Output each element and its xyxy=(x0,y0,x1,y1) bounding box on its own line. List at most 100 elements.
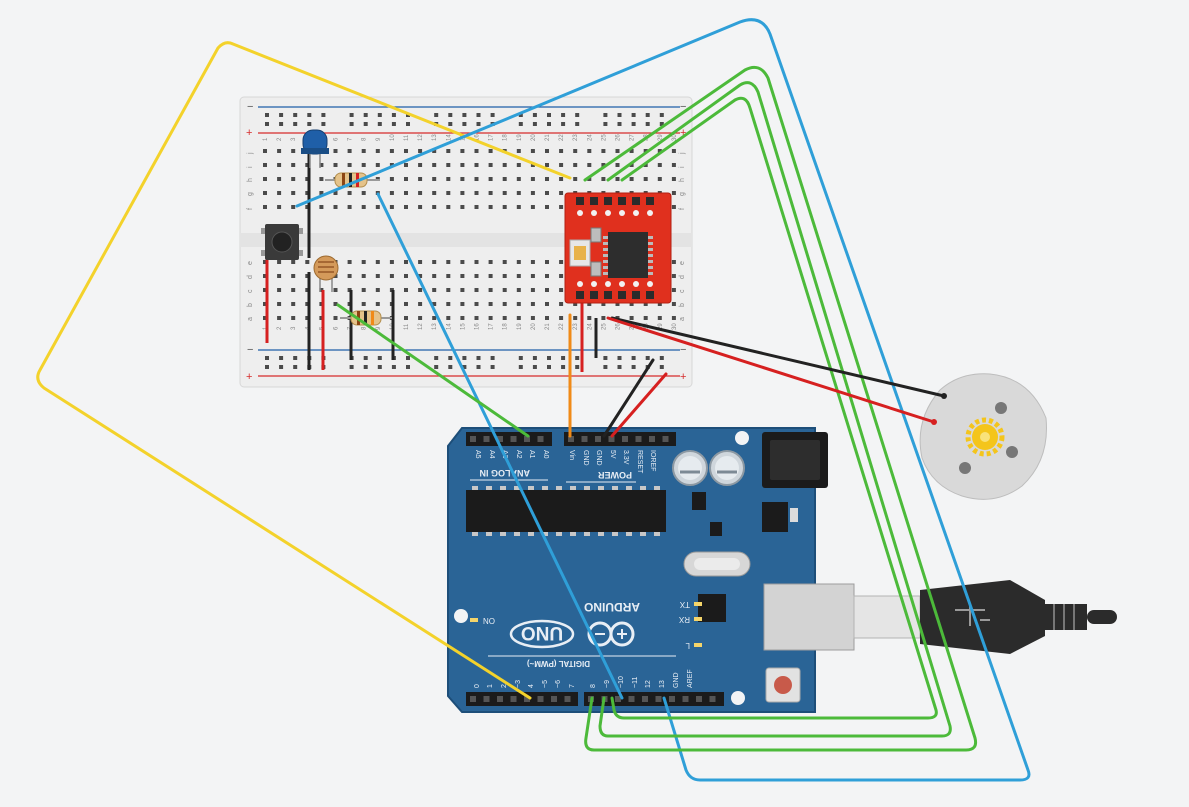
row-letter-label: g xyxy=(679,192,686,196)
breadboard-jumpers xyxy=(265,140,598,372)
digital-pwm-label: DIGITAL (PWM~) xyxy=(527,659,590,668)
column-number-label: 23 xyxy=(573,323,579,330)
column-number-label: 23 xyxy=(573,134,579,141)
usb-cable[interactable] xyxy=(763,580,1117,654)
on-led xyxy=(470,618,478,622)
column-number-label: 14 xyxy=(446,134,452,141)
column-number-label: 22 xyxy=(559,134,565,141)
row-letter-label: c xyxy=(247,289,254,293)
rail-minus-label: − xyxy=(247,101,253,113)
microcontroller-chip xyxy=(466,490,666,532)
column-number-label: 6 xyxy=(334,326,340,330)
red-wire[interactable] xyxy=(610,372,668,438)
column-number-label: 10 xyxy=(390,134,396,141)
green-wire[interactable] xyxy=(583,65,978,752)
column-number-label: 21 xyxy=(545,134,551,141)
column-number-label: 16 xyxy=(475,134,481,141)
dc-motor[interactable] xyxy=(919,373,1047,500)
driver-pin xyxy=(632,291,640,299)
photoresistor[interactable] xyxy=(313,255,339,292)
l-led xyxy=(694,643,702,647)
column-number-label: 1 xyxy=(263,137,269,141)
column-number-label: 22 xyxy=(559,323,565,330)
mounting-hole xyxy=(731,691,745,705)
column-number-label: 13 xyxy=(432,134,438,141)
rail-plus-label: + xyxy=(680,371,686,383)
pin-label: AREF xyxy=(687,669,694,688)
pushbutton[interactable] xyxy=(261,224,303,260)
green-wire[interactable] xyxy=(610,96,938,720)
column-number-label: 8 xyxy=(362,326,368,330)
green-wire[interactable] xyxy=(598,81,952,738)
pin-label: 4 xyxy=(528,684,535,688)
pin-label: 0 xyxy=(474,684,481,688)
rail-minus-label: − xyxy=(680,101,686,113)
column-number-label: 24 xyxy=(587,323,593,330)
yellow-wire[interactable] xyxy=(36,41,572,700)
row-letter-label: a xyxy=(679,317,686,321)
uno-label: UNO xyxy=(521,622,563,643)
column-number-label: 26 xyxy=(616,134,622,141)
pin-label: GND xyxy=(595,450,602,466)
column-number-label: 12 xyxy=(418,323,424,330)
column-number-label: 25 xyxy=(601,134,607,141)
pin-label: 5V xyxy=(609,450,616,459)
mounting-hole xyxy=(454,609,468,623)
row-letter-label: a xyxy=(247,317,254,321)
blue-wire[interactable] xyxy=(376,192,624,700)
gear-icon xyxy=(965,417,1005,457)
column-number-label: 20 xyxy=(531,323,537,330)
driver-pin-header-top xyxy=(576,197,654,216)
column-number-label: 6 xyxy=(334,137,340,141)
row-letter-label: h xyxy=(247,178,254,182)
black-wire[interactable] xyxy=(610,316,946,398)
usb-plug-body xyxy=(920,580,1045,654)
column-number-label: 11 xyxy=(404,134,410,141)
driver-pin xyxy=(646,291,654,299)
row-letter-label: d xyxy=(247,275,254,279)
column-number-label: 27 xyxy=(630,134,636,141)
pin-label: A5 xyxy=(474,450,481,459)
digital-header-low xyxy=(466,692,578,706)
reset-button[interactable] xyxy=(765,667,801,703)
row-letter-label: d xyxy=(679,275,686,279)
row-letter-label: i xyxy=(247,166,254,168)
column-number-label: 19 xyxy=(517,323,523,330)
pin-label: ~9 xyxy=(604,680,611,688)
red-wire[interactable] xyxy=(606,316,936,424)
driver-pin xyxy=(604,291,612,299)
row-letter-label: c xyxy=(679,289,686,293)
driver-pin xyxy=(590,197,598,205)
row-letter-label: f xyxy=(679,208,686,210)
row-letter-label: f xyxy=(247,208,254,210)
column-number-label: 18 xyxy=(503,323,509,330)
pin-label: A1 xyxy=(528,450,535,459)
arduino-brand-label: ARDUINO xyxy=(584,600,640,614)
blue-wire[interactable] xyxy=(295,18,1031,782)
column-number-label: 2 xyxy=(277,326,283,330)
pin-label: ~5 xyxy=(542,680,549,688)
driver-pin xyxy=(646,197,654,205)
tx-led xyxy=(694,602,702,606)
motor-driver-module[interactable] xyxy=(564,192,672,304)
voltage-regulator xyxy=(762,502,788,532)
pin-label: ~11 xyxy=(632,677,639,688)
blue-led[interactable] xyxy=(301,129,329,168)
pin-label: GND xyxy=(582,450,589,466)
pin-label: GND xyxy=(673,672,680,688)
black-wire[interactable] xyxy=(602,358,655,438)
pin-label: 3.3V xyxy=(622,450,629,465)
pin-label: ~3 xyxy=(515,680,522,688)
column-number-label: 24 xyxy=(587,134,593,141)
driver-smd-part xyxy=(590,227,602,243)
analog-header xyxy=(466,432,552,446)
rail-plus-label: + xyxy=(246,371,252,383)
green-wire[interactable] xyxy=(336,303,530,438)
pin-label: 1 xyxy=(487,684,494,688)
driver-pin xyxy=(576,291,584,299)
column-number-label: 30 xyxy=(672,323,678,330)
